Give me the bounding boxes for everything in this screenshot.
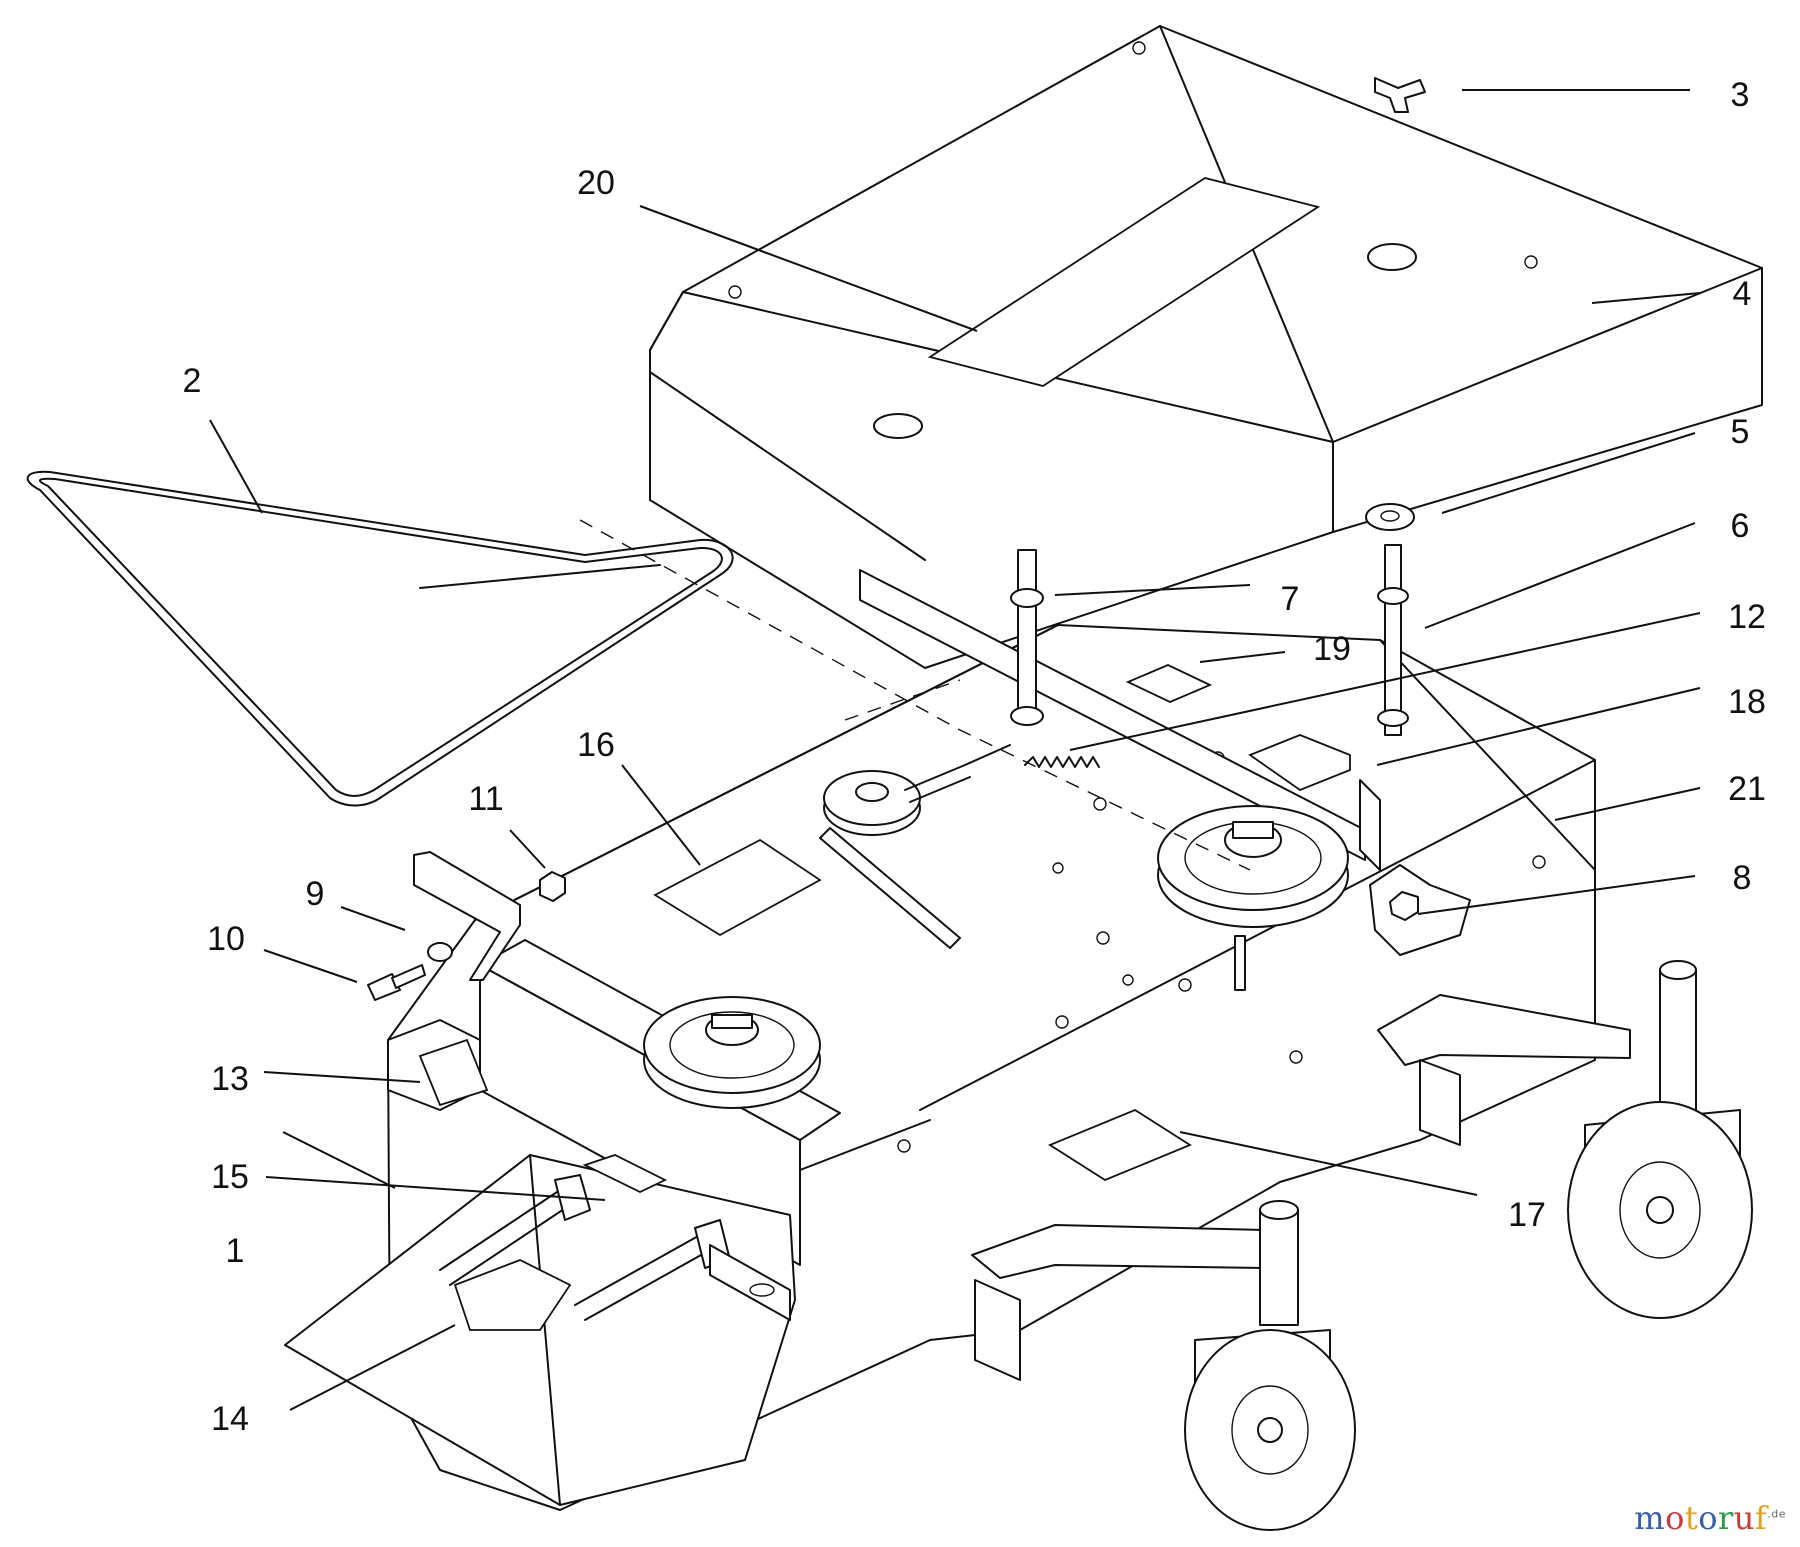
- belt-routing-dashed-line: [579, 519, 1251, 871]
- torn-section-hardware-8: [1369, 864, 1471, 956]
- decal-16: [653, 838, 822, 937]
- grommet-5-hole: [1380, 510, 1400, 522]
- callout-9: 9: [306, 875, 325, 913]
- discharge-chute: [284, 1154, 796, 1506]
- watermark-text: motoruf: [1634, 1499, 1767, 1537]
- callout-18: 18: [1728, 683, 1766, 721]
- drive-belt: [26, 470, 734, 807]
- callout-11: 11: [468, 780, 503, 818]
- nut-11: [539, 871, 566, 902]
- grommet-5: [1365, 503, 1415, 531]
- decal-15: [582, 1154, 668, 1194]
- decal-18: [1248, 734, 1351, 792]
- callout-14: 14: [211, 1400, 249, 1438]
- rod-assembly-7: [1010, 549, 1044, 726]
- callout-16: 16: [577, 726, 615, 764]
- leader-8: [1417, 875, 1696, 915]
- leader-9: [340, 906, 406, 931]
- watermark-letter: f: [1754, 1499, 1768, 1537]
- leader-12: [1069, 612, 1701, 751]
- leader-16: [621, 764, 701, 866]
- callout-13: 13: [211, 1060, 249, 1098]
- caster-wheel-rear: [1567, 960, 1753, 1319]
- caster-wheel-front: [1184, 1200, 1356, 1531]
- watermark-letter: r: [1718, 1499, 1734, 1537]
- watermark-suffix: .de: [1767, 1507, 1786, 1521]
- watermark-logo: motoruf.de: [1634, 1499, 1786, 1537]
- leader-20: [639, 205, 978, 332]
- caster-arm-rear: [1377, 994, 1631, 1146]
- decal-19: [1125, 664, 1213, 703]
- bolt-10: [367, 964, 426, 1001]
- mount-bracket-9: [413, 851, 521, 981]
- leader-5: [1441, 432, 1696, 514]
- decal-17: [1048, 1108, 1192, 1182]
- callout-17: 17: [1508, 1196, 1546, 1234]
- washer: [427, 942, 453, 962]
- watermark-letter: o: [1698, 1499, 1718, 1537]
- callout-2: 2: [183, 362, 202, 400]
- leader-10: [263, 949, 358, 983]
- callout-12: 12: [1728, 598, 1766, 636]
- idler-pulley: [819, 744, 1011, 949]
- watermark-letter: o: [1665, 1499, 1685, 1537]
- leader-4: [1591, 292, 1701, 304]
- leader-13: [263, 1071, 421, 1083]
- callout-19: 19: [1313, 630, 1351, 668]
- watermark-letter: m: [1634, 1499, 1666, 1537]
- callout-7: 7: [1281, 580, 1300, 618]
- callout-21: 21: [1728, 770, 1766, 808]
- callout-3: 3: [1731, 76, 1750, 114]
- watermark-letter: u: [1733, 1499, 1755, 1537]
- leader-21: [1554, 787, 1701, 821]
- leader-18: [1376, 687, 1701, 766]
- leader-7: [1054, 584, 1251, 596]
- callout-15: 15: [211, 1158, 249, 1196]
- rear-rail: [859, 569, 1366, 861]
- leader-6: [1424, 522, 1696, 629]
- leader-11: [509, 829, 546, 869]
- callout-6: 6: [1731, 507, 1750, 545]
- knob-3: [1374, 77, 1426, 113]
- callout-4: 4: [1733, 275, 1752, 313]
- leader-14: [289, 1324, 456, 1411]
- rod-assembly-6: [1377, 544, 1409, 736]
- callout-5: 5: [1731, 413, 1750, 451]
- caster-arm-front: [971, 1224, 1266, 1381]
- leader-2: [209, 419, 263, 514]
- callout-1: 1: [226, 1232, 245, 1270]
- leader-lines: [209, 89, 1701, 1411]
- leader-19: [1199, 651, 1286, 663]
- decal-13: [418, 1038, 489, 1107]
- leader-15: [265, 1176, 606, 1201]
- spindle-pulley-left: [643, 996, 821, 1109]
- callout-labels: 1 2 3 4 5 6 7 8 9 10 11 12 13 14 15 16 1…: [183, 76, 1766, 1438]
- watermark-letter: t: [1684, 1499, 1699, 1537]
- callout-8: 8: [1733, 859, 1752, 897]
- callout-10: 10: [207, 920, 245, 958]
- side-rail: [1359, 779, 1381, 871]
- belt-cover: [649, 25, 1763, 669]
- callout-20: 20: [577, 164, 615, 202]
- leader-1: [282, 1131, 396, 1189]
- leader-17: [1179, 1131, 1478, 1196]
- idler-spring: [1024, 756, 1100, 768]
